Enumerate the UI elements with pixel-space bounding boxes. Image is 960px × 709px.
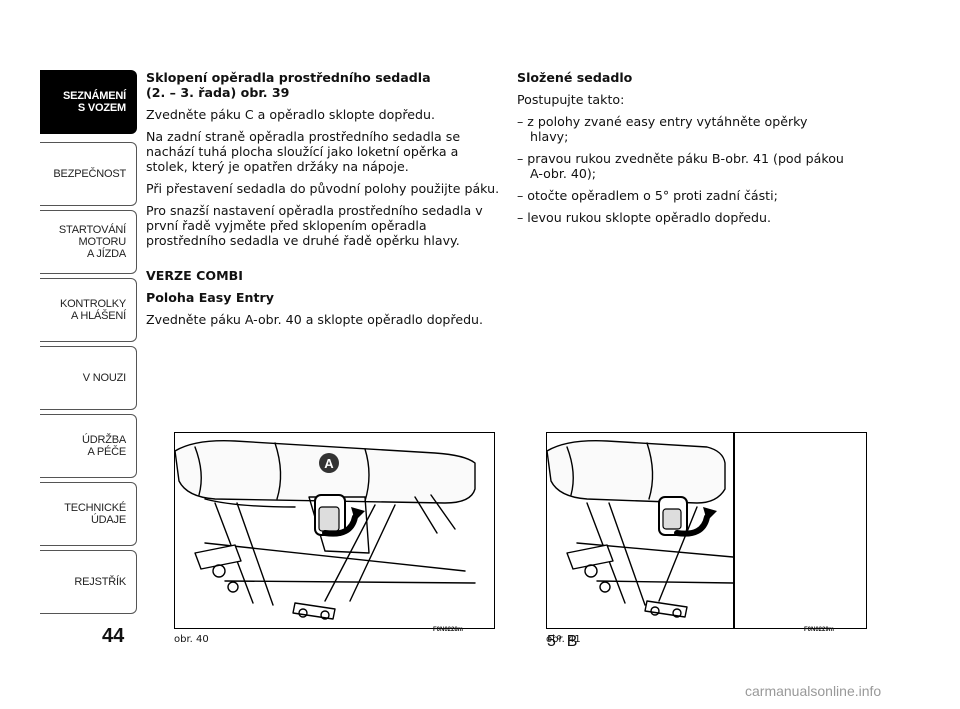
paragraph: Zvedněte páku A-obr. 40 a sklopte opěrad… [146,312,484,327]
tab-label: STARTOVÁNÍ MOTORU A JÍZDA [58,224,126,260]
heading-line: Sklopení opěradla prostředního sedadla [146,70,431,85]
watermark: carmanualsonline.info [745,683,882,699]
paragraph: Postupujte takto: [517,92,625,107]
seat-illustration [546,440,734,618]
figure-divider [733,433,735,628]
marker-b: B [566,433,735,650]
paragraph: Zvedněte páku C a opěradlo sklopte dopře… [146,107,435,122]
tab-label: TECHNICKÉ ÚDAJE [64,502,126,526]
list-item: – z polohy zvané easy entry vytáhněte op… [517,114,808,144]
figure-caption: obr. 40 [174,634,209,645]
seat-illustration: A [174,440,476,620]
list-item: – pravou rukou zvedněte páku B-obr. 41 (… [517,151,844,181]
section-heading: VERZE COMBI [146,268,243,283]
subsection-heading: Poloha Easy Entry [146,290,274,305]
tab-udrzba[interactable]: ÚDRŽBA A PÉČE [40,414,137,478]
section-heading: Sklopení opěradla prostředního sedadla (… [146,70,501,100]
tab-seznameni-s-vozem[interactable]: SEZNÁMENÍ S VOZEM [40,70,137,134]
heading-line: (2. – 3. řada) obr. 39 [146,85,290,100]
figure-code: F0N0228m [433,627,464,633]
tab-label: V NOUZI [82,372,126,384]
paragraph: Na zadní straně opěradla prostředního se… [146,129,461,174]
tab-label: ÚDRŽBA A PÉČE [81,434,126,458]
page-number: 44 [102,625,125,647]
figure-obr-40: A [174,432,495,629]
tab-label: SEZNÁMENÍ S VOZEM [63,90,126,114]
tab-label: KONTROLKY A HLÁŠENÍ [59,298,126,322]
right-column: Složené sedadlo Postupujte takto: – z po… [517,70,847,232]
tab-startovani-motoru[interactable]: STARTOVÁNÍ MOTORU A JÍZDA [40,210,137,274]
paragraph: Při přestavení sedadla do původní polohy… [146,181,500,196]
figure-caption: obr. 41 [546,634,581,645]
tab-v-nouzi[interactable]: V NOUZI [40,346,137,410]
tab-technicke-udaje[interactable]: TECHNICKÉ ÚDAJE [40,482,137,546]
marker-a-label: A [324,456,334,471]
paragraph: Pro snazší nastavení opěradla prostřední… [146,203,483,248]
angle-label: 5° [547,633,563,650]
tab-label: REJSTŘÍK [74,576,126,588]
figure-code: F0N0229m [804,627,835,633]
left-column: Sklopení opěradla prostředního sedadla (… [146,70,501,334]
marker-b-label: B [566,633,578,650]
section-heading: Složené sedadlo [517,70,633,85]
tab-label: BEZPEČNOST [53,168,126,180]
tab-kontrolky[interactable]: KONTROLKY A HLÁŠENÍ [40,278,137,342]
marker-a [319,453,339,473]
tab-bezpecnost[interactable]: BEZPEČNOST [40,142,137,206]
list-item: – levou rukou sklopte opěradlo dopředu. [517,210,771,225]
tab-rejstrik[interactable]: REJSTŘÍK [40,550,137,614]
list-item: – otočte opěradlem o 5° proti zadní část… [517,188,778,203]
figure-obr-41: 5° B [546,432,867,650]
